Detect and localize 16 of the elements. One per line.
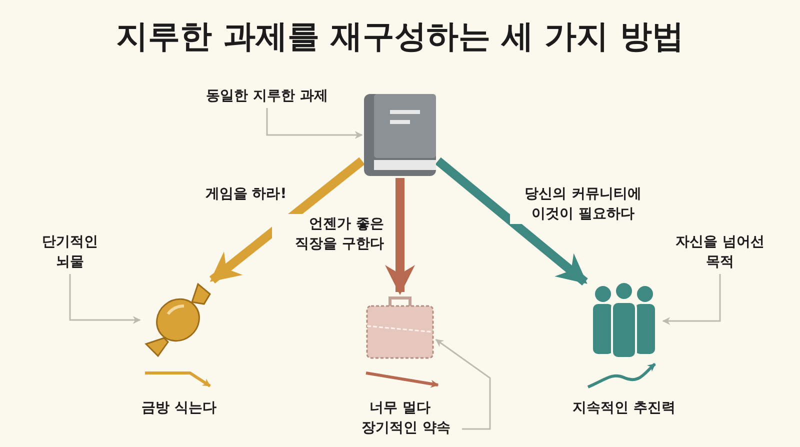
leader-line bbox=[266, 108, 363, 139]
leader-line bbox=[662, 274, 721, 325]
callout-text: 동일한 지루한 과제 bbox=[205, 87, 329, 106]
arrow bbox=[385, 178, 415, 295]
leader-line bbox=[435, 338, 491, 430]
callout-text: 단기적인 뇌물 bbox=[41, 233, 99, 272]
leader-line bbox=[69, 274, 141, 324]
arrow bbox=[435, 157, 588, 286]
caption: 너무 멀다 bbox=[368, 399, 432, 418]
arrow bbox=[209, 157, 365, 284]
callout-text: 장기적인 약속 bbox=[360, 419, 452, 438]
title: 지루한 과제를 재구성하는 세 가지 방법 bbox=[115, 16, 685, 57]
caption: 금방 식는다 bbox=[140, 399, 218, 418]
caption: 지속적인 추진력 bbox=[572, 399, 676, 418]
book-icon bbox=[362, 92, 438, 178]
callout-text: 자신을 넘어선 목적 bbox=[674, 233, 766, 272]
